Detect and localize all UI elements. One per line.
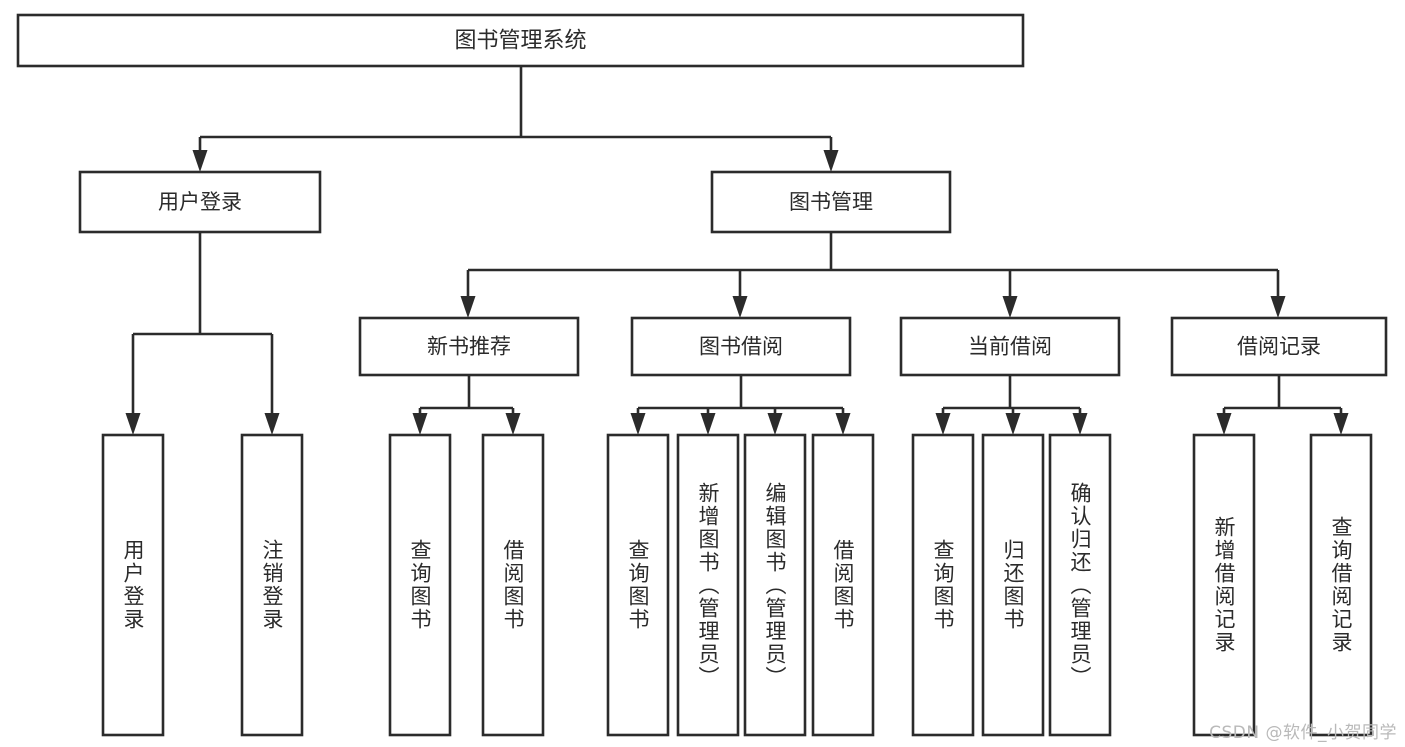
node-leaf: [388, 433, 452, 737]
node-leaf: [481, 433, 545, 737]
node-box-level3[interactable]: [358, 316, 580, 377]
node-box-leaf[interactable]: [1192, 433, 1256, 737]
connector-arrowhead-icon: [1333, 413, 1349, 435]
connector-arrowhead-icon: [1072, 413, 1088, 435]
node-root: 图书管理系统: [16, 13, 1025, 68]
node-leaf: [101, 433, 165, 737]
connector-arrowhead-icon: [700, 413, 716, 435]
connector-group: [412, 375, 521, 435]
node-box-leaf[interactable]: [606, 433, 670, 737]
node-box-leaf[interactable]: [1309, 433, 1373, 737]
node-leaf: [811, 433, 875, 737]
connector-group: [935, 375, 1088, 435]
node-box-level3[interactable]: [899, 316, 1121, 377]
connector-arrowhead-icon: [767, 413, 783, 435]
node-leaf: [1309, 433, 1373, 737]
connector-group: [125, 232, 280, 435]
node-box-leaf[interactable]: [676, 433, 740, 737]
node-box-leaf[interactable]: [811, 433, 875, 737]
node-box-leaf[interactable]: [911, 433, 975, 737]
connector-arrowhead-icon: [732, 296, 748, 318]
node-leaf: [981, 433, 1045, 737]
node-level3: 借阅记录: [1170, 316, 1388, 377]
node-leaf: [1192, 433, 1256, 737]
node-leaf: [1048, 433, 1112, 737]
connector-group: [1216, 375, 1349, 435]
node-leaf: [911, 433, 975, 737]
connector-arrowhead-icon: [192, 150, 208, 172]
node-box-leaf[interactable]: [481, 433, 545, 737]
node-level2: 用户登录: [78, 170, 322, 234]
node-box-leaf[interactable]: [240, 433, 304, 737]
node-level3: 图书借阅: [630, 316, 852, 377]
node-level2: 图书管理: [710, 170, 952, 234]
node-leaf: [676, 433, 740, 737]
node-box-leaf[interactable]: [388, 433, 452, 737]
node-label-level3: 图书借阅: [699, 335, 783, 359]
connector-arrowhead-icon: [505, 413, 521, 435]
node-leaf: [240, 433, 304, 737]
node-level3: 新书推荐: [358, 316, 580, 377]
node-label-level3: 借阅记录: [1237, 335, 1321, 359]
node-box-level3[interactable]: [1170, 316, 1388, 377]
node-box-leaf[interactable]: [743, 433, 807, 737]
connector-group: [630, 375, 851, 435]
node-leaf: [606, 433, 670, 737]
node-box-level2[interactable]: [710, 170, 952, 234]
connector-arrowhead-icon: [823, 150, 839, 172]
connector-group: [192, 66, 839, 172]
node-level3: 当前借阅: [899, 316, 1121, 377]
connector-arrowhead-icon: [125, 413, 141, 435]
node-label-level3: 新书推荐: [427, 335, 511, 359]
connector-arrowhead-icon: [935, 413, 951, 435]
watermark-credit: CSDN @软件_小贺同学: [1209, 723, 1397, 743]
connector-arrowhead-icon: [460, 296, 476, 318]
node-box-root[interactable]: [16, 13, 1025, 68]
node-box-leaf[interactable]: [101, 433, 165, 737]
node-label-level2: 用户登录: [158, 190, 242, 214]
connector-arrowhead-icon: [835, 413, 851, 435]
node-box-level3[interactable]: [630, 316, 852, 377]
node-box-leaf[interactable]: [981, 433, 1045, 737]
connector-arrowhead-icon: [630, 413, 646, 435]
connector-arrowhead-icon: [1002, 296, 1018, 318]
connector-arrowhead-icon: [412, 413, 428, 435]
node-leaf: [743, 433, 807, 737]
connector-arrowhead-icon: [1005, 413, 1021, 435]
node-label-root: 图书管理系统: [454, 29, 586, 54]
node-label-level2: 图书管理: [789, 190, 873, 214]
connector-arrowhead-icon: [264, 413, 280, 435]
node-box-leaf[interactable]: [1048, 433, 1112, 737]
connector-arrowhead-icon: [1270, 296, 1286, 318]
connector-group: [460, 232, 1286, 318]
node-label-level3: 当前借阅: [968, 335, 1052, 359]
connector-arrowhead-icon: [1216, 413, 1232, 435]
node-box-level2[interactable]: [78, 170, 322, 234]
